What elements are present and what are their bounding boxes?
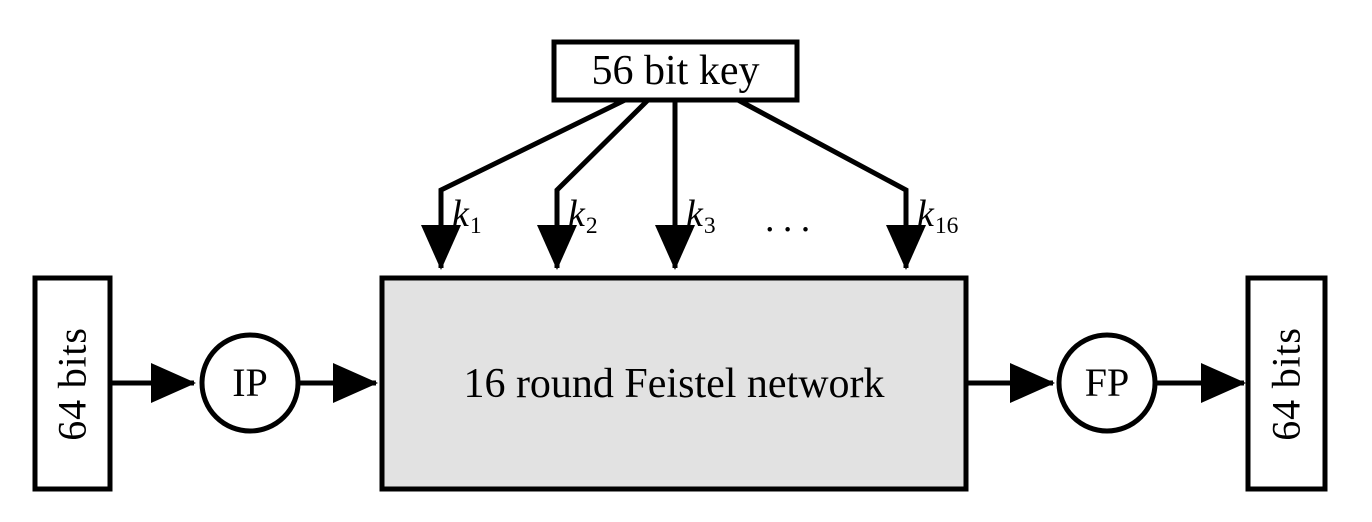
- input-block-shape: [32, 275, 113, 492]
- round-key-ellipsis: ...: [765, 198, 819, 240]
- round-key-label-k3: k3: [686, 193, 716, 238]
- round-key-base: k: [568, 193, 585, 235]
- round-key-label-k16: k16: [917, 193, 958, 238]
- main-block: 16 round Feistel network: [382, 278, 966, 489]
- key-line-k1: [421, 97, 627, 270]
- round-key-subscript: 16: [934, 213, 959, 240]
- initial-permutation-node: IP: [202, 335, 298, 431]
- round-key-label-k1: k1: [452, 193, 482, 238]
- key-box-label: 56 bit key: [591, 48, 760, 94]
- output-block-label: 64 bits: [1263, 326, 1309, 441]
- round-key-base: k: [686, 193, 703, 235]
- round-key-subscript: 3: [703, 213, 716, 240]
- output-block-shape: [1245, 275, 1328, 492]
- round-key-base: k: [917, 193, 934, 235]
- input-block: 64 bits: [35, 278, 110, 489]
- key-line-k16: [736, 97, 926, 270]
- round-key-subscript: 1: [469, 213, 482, 240]
- key-line-k2: [537, 98, 650, 270]
- round-key-label-k2: k2: [568, 193, 598, 238]
- round-key-subscript: 2: [585, 213, 598, 240]
- output-block: 64 bits: [1248, 278, 1325, 489]
- final-permutation-label: FP: [1084, 360, 1130, 405]
- main-block-label: 16 round Feistel network: [463, 360, 885, 407]
- main-block-shape: [379, 275, 969, 492]
- key-box: 56 bit key: [554, 42, 797, 100]
- round-key-base: k: [452, 193, 469, 235]
- initial-permutation-label: IP: [232, 360, 268, 405]
- final-permutation-node: FP: [1059, 335, 1155, 431]
- input-block-label: 64 bits: [49, 326, 95, 441]
